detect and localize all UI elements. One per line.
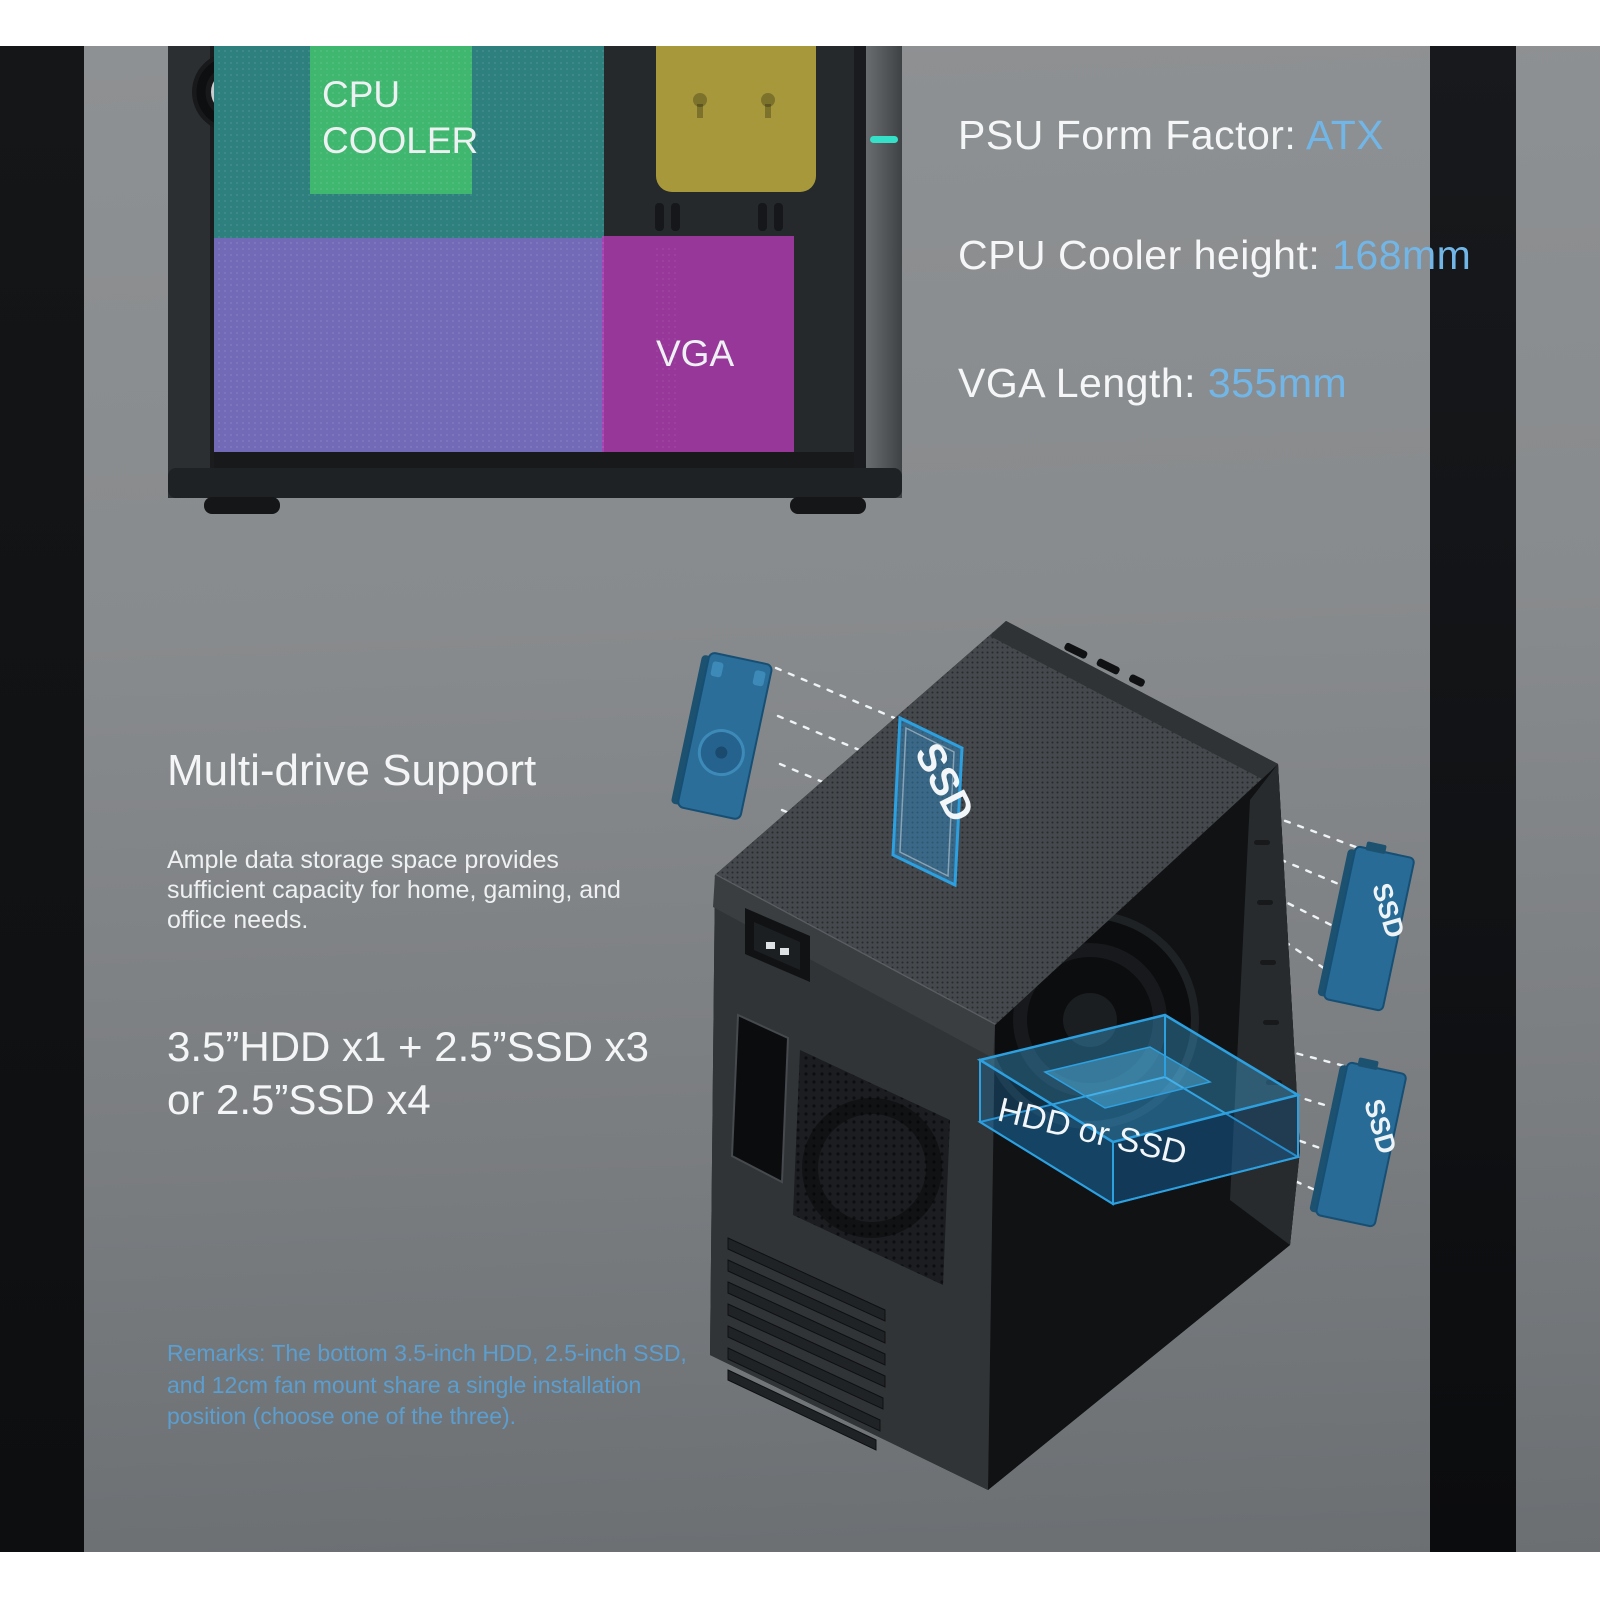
case-foot (790, 497, 866, 514)
spec-vga-value: 355mm (1207, 360, 1348, 406)
right-dark-bar (1430, 46, 1516, 1552)
clearance-zones (214, 46, 816, 460)
psu-zone (656, 46, 816, 192)
hdd-tray: HDD or SSD (976, 1013, 1302, 1206)
description-line-2: sufficient capacity for home, gaming, an… (167, 876, 621, 904)
spec-cooler-height: CPU Cooler height: 168mm (958, 232, 1471, 279)
floating-hdd (671, 652, 773, 820)
multi-drive-illustration: SSD HDD or SSD SSD (671, 621, 1415, 1490)
psu-keyholes (693, 93, 775, 118)
top-io-strip (990, 621, 1278, 779)
rear-panel (1230, 764, 1300, 1245)
case-foot (204, 497, 280, 514)
spec-psu: PSU Form Factor: ATX (958, 112, 1384, 159)
spec-cooler-value: 168mm (1332, 232, 1472, 278)
drive-config-line-1: 3.5”HDD x1 + 2.5”SSD x3 (167, 1023, 650, 1070)
cpu-cooler-label-line1: CPU (322, 74, 400, 115)
remarks-line-2: and 12cm fan mount share a single instal… (167, 1371, 642, 1398)
spec-vga-label: VGA Length: (958, 360, 1208, 406)
case-rear-edge (854, 46, 902, 498)
remarks-line-3: position (choose one of the three). (167, 1403, 517, 1429)
power-socket (745, 908, 810, 982)
multi-drive-description: Ample data storage space provides suffic… (167, 845, 621, 935)
isometric-case (710, 621, 1300, 1490)
vga-zone-right (602, 236, 794, 460)
drive-config: 3.5”HDD x1 + 2.5”SSD x3 or 2.5”SSD x4 (167, 1020, 649, 1126)
spec-cooler-label: CPU Cooler height: (958, 232, 1333, 278)
top-mesh-panel (714, 621, 1278, 1027)
accent-light-strip (870, 136, 898, 143)
floating-ssd-2: SSD (1309, 1057, 1407, 1228)
side-fan-grille (793, 1050, 950, 1285)
vga-label: VGA (656, 333, 734, 374)
spec-psu-label: PSU Form Factor: (958, 112, 1306, 158)
floating-ssd-1: SSD (1317, 841, 1415, 1012)
remarks-line-1: Remarks: The bottom 3.5-inch HDD, 2.5-in… (167, 1340, 687, 1366)
multi-drive-heading: Multi-drive Support (167, 746, 537, 795)
left-dark-bar (0, 46, 84, 1552)
drive-config-line-2: or 2.5”SSD x4 (167, 1076, 431, 1123)
case-clearance-diagram: CPU COOLER VGA (168, 46, 902, 514)
spec-vga-length: VGA Length: 355mm (958, 360, 1347, 407)
case-bottom (168, 452, 902, 514)
side-window-cutout (730, 1013, 790, 1184)
pci-slot-covers (727, 1237, 886, 1451)
remarks: Remarks: The bottom 3.5-inch HDD, 2.5-in… (167, 1338, 687, 1433)
description-line-3: office needs. (167, 906, 309, 934)
io-ports (1064, 642, 1145, 687)
cpu-cooler-label-line2: COOLER (322, 120, 478, 161)
left-side-panel (710, 875, 995, 1490)
case-interior-open-side (988, 764, 1300, 1490)
spec-psu-value: ATX (1305, 112, 1385, 158)
description-line-1: Ample data storage space provides (167, 846, 559, 874)
tray-slots (655, 203, 783, 231)
